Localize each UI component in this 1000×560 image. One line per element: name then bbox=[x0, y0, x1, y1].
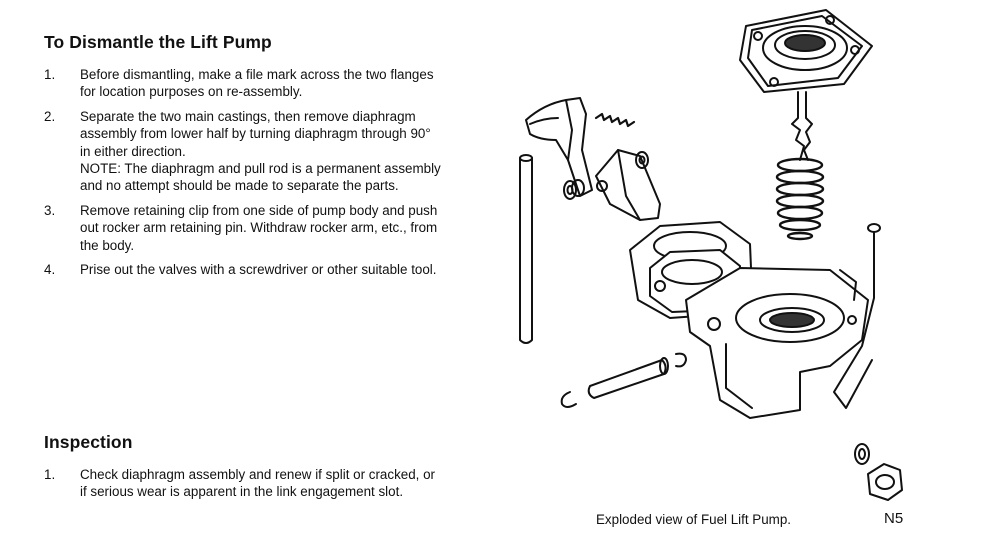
retaining-clip-left bbox=[560, 391, 577, 408]
step-number: 4. bbox=[44, 262, 56, 278]
step-number: 2. bbox=[44, 108, 56, 124]
figure-caption: Exploded view of Fuel Lift Pump. bbox=[596, 512, 792, 527]
washer-left bbox=[563, 180, 577, 200]
rocker-arm bbox=[525, 97, 593, 197]
step-number: 1. bbox=[44, 67, 56, 82]
retaining-clip-right bbox=[675, 352, 687, 368]
pump-top-cover bbox=[739, 9, 873, 93]
dismantle-step: 3. Remove retaining clip from one side o… bbox=[44, 202, 444, 254]
exploded-view-figure: Exploded view of Fuel Lift Pump. N5 bbox=[500, 0, 1000, 560]
link-arm bbox=[595, 149, 661, 221]
diaphragm-spring bbox=[775, 157, 825, 241]
figure-number: N5 bbox=[884, 510, 904, 527]
inspection-steps: 1. Check diaphragm assembly and renew if… bbox=[44, 466, 444, 501]
rocker-spring bbox=[594, 112, 636, 128]
hex-nut bbox=[867, 463, 903, 501]
inspection-step: 1. Check diaphragm assembly and renew if… bbox=[44, 466, 444, 501]
step-text: Remove retaining clip from one side of p… bbox=[80, 202, 438, 253]
dismantle-steps: 1. Before dismantling, make a file mark … bbox=[44, 66, 444, 278]
step-number: 3. bbox=[44, 202, 56, 218]
pump-body bbox=[685, 267, 869, 419]
step-text: Check diaphragm assembly and renew if sp… bbox=[80, 467, 436, 500]
fuel-lift-pump-drawing bbox=[519, 9, 903, 501]
section-title-inspection: Inspection bbox=[44, 432, 133, 452]
rocker-pin bbox=[587, 357, 669, 399]
retaining-bail bbox=[833, 223, 881, 409]
dismantle-step: 1. Before dismantling, make a file mark … bbox=[44, 66, 444, 101]
dismantle-step: 4. Prise out the valves with a screwdriv… bbox=[44, 261, 444, 278]
dismantle-step: 2. Separate the two main castings, then … bbox=[44, 108, 444, 195]
inspection-section: Inspection 1. Check diaphragm assembly a… bbox=[44, 432, 444, 501]
section-title-dismantle: To Dismantle the Lift Pump bbox=[44, 32, 272, 52]
step-number: 1. bbox=[44, 467, 56, 482]
step-note: NOTE: The diaphragm and pull rod is a pe… bbox=[80, 161, 441, 194]
push-rod bbox=[519, 154, 533, 344]
spring-washer bbox=[854, 443, 870, 465]
diaphragm-pull-rod bbox=[791, 91, 813, 161]
washer-right bbox=[635, 151, 649, 169]
step-text: Before dismantling, make a file mark acr… bbox=[80, 67, 434, 100]
step-text: Separate the two main castings, then rem… bbox=[80, 108, 431, 159]
step-text: Prise out the valves with a screwdriver … bbox=[80, 262, 437, 278]
dismantle-section: To Dismantle the Lift Pump 1. Before dis… bbox=[44, 32, 444, 285]
